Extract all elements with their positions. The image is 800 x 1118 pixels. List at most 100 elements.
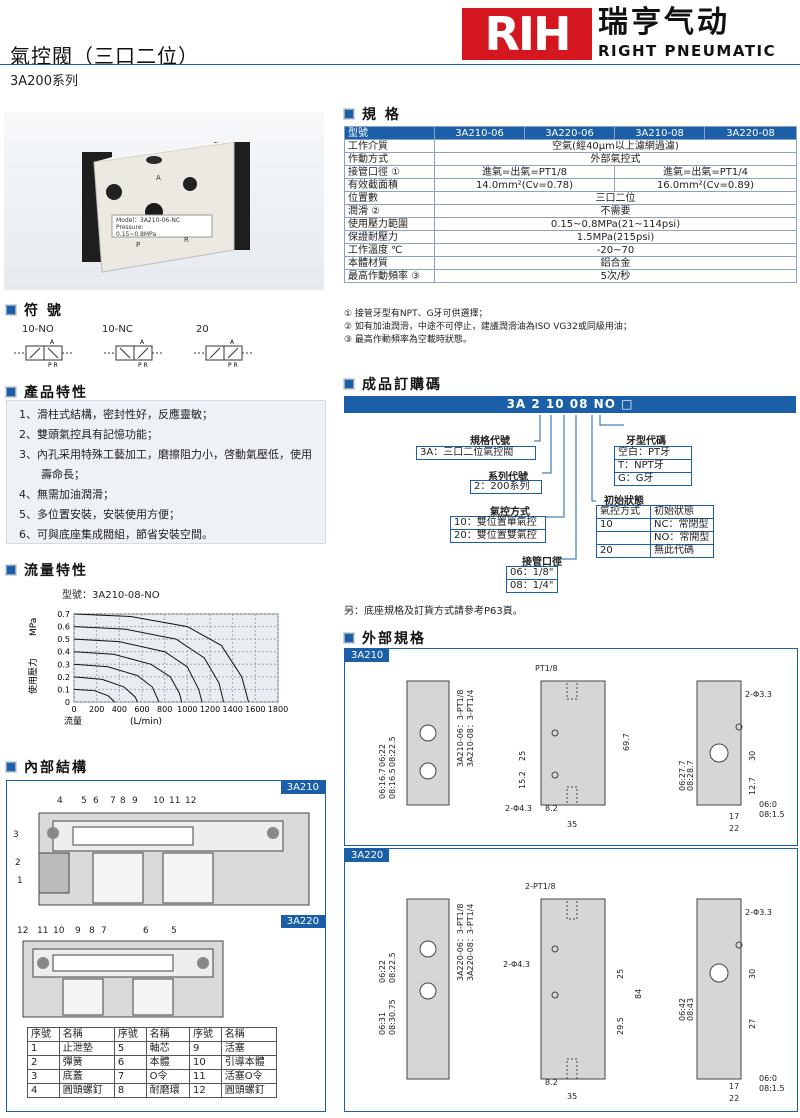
parts-header-cell: 名稱: [145, 1027, 191, 1042]
valve-symbols: AP R AP R AP R: [14, 339, 254, 369]
order-option: 08：1/4": [507, 579, 557, 592]
dim-label: 08:1.5: [759, 810, 785, 819]
spec-row-value: 進氣=出氣=PT1/4: [614, 165, 797, 179]
spec-row-value: 5次/秒: [434, 269, 797, 283]
order-init-header: 氣控方式初始狀態: [597, 506, 713, 518]
symbol-label: 10-NO: [22, 324, 54, 335]
spec-table-wrap: 型號 3A210-06 3A220-06 3A210-08 3A220-08 工…: [344, 126, 797, 283]
dim-label: 2-Φ4.3: [503, 960, 530, 969]
flow-x-label: 流量: [64, 715, 82, 727]
internal-num: 5: [171, 926, 177, 936]
internal-num: 12: [17, 926, 28, 936]
svg-text:A: A: [140, 339, 145, 346]
internal-num: 5: [81, 796, 87, 806]
internal-num: 11: [169, 796, 180, 806]
spec-section-title: 規 格: [362, 107, 401, 123]
spec-header-cell: 3A220-08: [704, 126, 797, 140]
internal-section-header: 內部結構: [6, 757, 88, 777]
feature-item: 5、多位置安裝，安裝使用方便；: [19, 508, 180, 521]
spec-row: 位置數三口二位: [344, 191, 797, 205]
parts-cell: 活塞O令: [220, 1069, 278, 1084]
dim-label: 35: [567, 1092, 577, 1101]
parts-cell: 活塞: [220, 1041, 278, 1056]
header-rule: [0, 64, 800, 65]
dim-label: 06:27.7: [678, 760, 687, 791]
parts-cell: 6: [113, 1055, 147, 1070]
symbol-label: 10-NC: [102, 324, 133, 335]
brand-cn-name: 瑞亨气动: [598, 5, 730, 40]
internal-num: 10: [53, 926, 65, 936]
internal-num: 2: [15, 858, 21, 868]
dim-label: 08:22.5: [388, 736, 397, 767]
section-square-icon: [6, 762, 16, 772]
feature-item: 6、可與底座集成閥組，節省安裝空間。: [19, 528, 213, 541]
spec-table: 型號 3A210-06 3A220-06 3A210-08 3A220-08 工…: [344, 126, 797, 283]
flow-y-tick: 0.6: [57, 623, 70, 632]
spec-row-label: 保證耐壓力: [344, 230, 435, 244]
parts-cell: 本體: [145, 1055, 191, 1070]
dim-label: 08:22.5: [388, 952, 397, 983]
dim-label: 06:0: [759, 1074, 777, 1083]
outline-section-header: 外部規格: [344, 628, 426, 648]
svg-text:P R: P R: [48, 362, 58, 369]
features-panel: 1、滑柱式結構，密封性好，反應靈敏； 2、雙頭氣控具有記憶功能； 3、內孔采用特…: [6, 400, 326, 544]
flow-y-unit: MPa: [29, 618, 39, 636]
spec-row-label: 工作溫度 ℃: [344, 243, 435, 257]
spec-row-value: -20~70: [434, 243, 797, 257]
dim-label: 3A210-06：3-PT1/8: [456, 690, 465, 767]
parts-header-cell: 序號: [113, 1027, 147, 1042]
order-port-title: 接管口徑: [522, 557, 562, 568]
spec-row-label: 接管口徑 ①: [344, 165, 435, 179]
order-init-cell: 10: [600, 519, 651, 531]
internal-section-title: 內部結構: [24, 760, 88, 776]
photo-port-r: R: [184, 236, 189, 244]
order-option: 20：雙位置雙氣控: [451, 529, 545, 542]
internal-3a220-drawing: 12 11 10 9 8 7 6 5: [17, 926, 224, 1018]
order-option: 空白：PT牙: [618, 447, 671, 458]
features-section-header: 產品特性: [6, 382, 88, 402]
section-square-icon: [6, 565, 16, 575]
parts-cell: 耐磨環: [145, 1083, 191, 1098]
internal-num: 11: [37, 926, 48, 936]
dim-label: 08:16.5: [388, 768, 397, 799]
internal-num: 1: [17, 876, 23, 886]
spec-row-label: 有效截面積: [344, 178, 435, 192]
dim-label: 22: [729, 824, 739, 833]
spec-row-value: 不需要: [434, 204, 797, 218]
svg-text:A: A: [230, 339, 235, 346]
order-option: 10：雙位置單氣控: [454, 517, 537, 528]
dim-label: 35: [567, 820, 577, 829]
order-series-box: 2：200系列: [470, 480, 542, 494]
order-init-cell: 初始狀態: [654, 506, 694, 517]
flow-y-tick: 0.7: [57, 610, 70, 619]
order-init-cell: NC：常閉型: [654, 519, 709, 530]
flow-chart-svg: MPa 使用壓力 流量 (L/min) 0.70.60.50.40.30.20.…: [27, 610, 288, 727]
flow-x-tick: 1000: [177, 705, 197, 714]
spec-row: 工作介質空氣(經40μm以上濾網過濾): [344, 139, 797, 153]
section-square-icon: [344, 379, 354, 389]
dim-label: 2-PT1/8: [525, 882, 556, 891]
order-control-box: 10：雙位置單氣控 20：雙位置雙氣控: [450, 516, 546, 543]
photo-port-a: A: [156, 174, 161, 182]
parts-header-cell: 序號: [189, 1027, 222, 1042]
dim-label: 12.7: [748, 777, 757, 795]
photo-model-line1: Model：3A210-06-NC: [116, 217, 180, 224]
spec-note: ① 接管牙型有NPT、G牙可供選擇；: [344, 309, 488, 319]
flow-y-label: 使用壓力: [27, 658, 39, 694]
internal-num: 9: [75, 926, 81, 936]
flow-y-tick: 0.5: [57, 635, 70, 644]
internal-tag-3a210: 3A210: [280, 781, 325, 794]
dim-label: 15.2: [518, 771, 527, 789]
parts-cell: 7: [113, 1069, 147, 1084]
parts-cell: 3: [27, 1069, 60, 1084]
outline-tag-3a220: 3A220: [345, 849, 390, 862]
dim-label: 3A220-08：3-PT1/4: [466, 904, 475, 981]
order-code-bar: 3A 2 10 08 NO □: [344, 396, 796, 413]
